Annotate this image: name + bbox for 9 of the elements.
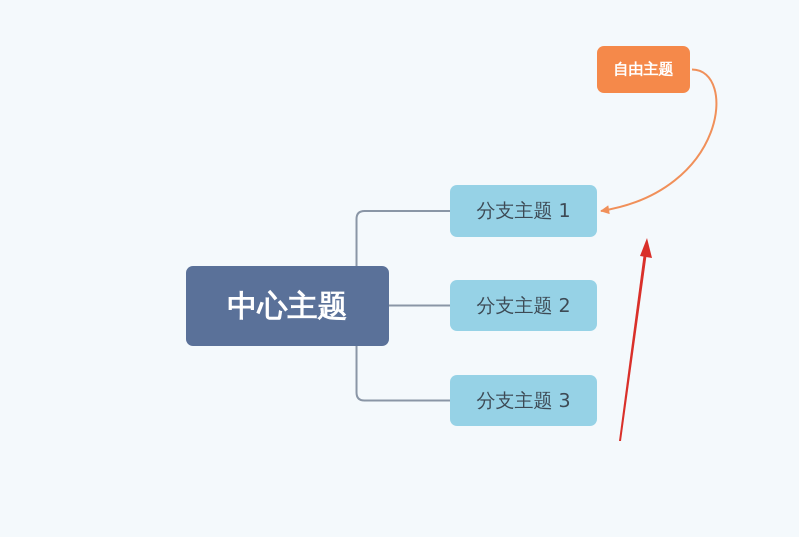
central-topic-box: 中心主题 xyxy=(186,266,389,346)
floating-topic-box: 自由主题 xyxy=(597,46,690,93)
branch-topic-box: 分支主题 1 xyxy=(450,185,597,237)
connector-line xyxy=(356,210,450,266)
connector-line xyxy=(389,304,450,306)
branch-topic-box: 分支主题 2 xyxy=(450,280,597,331)
branch-topic-box: 分支主题 3 xyxy=(450,375,597,426)
relation-arrow xyxy=(600,68,718,214)
connector-line xyxy=(356,346,450,402)
